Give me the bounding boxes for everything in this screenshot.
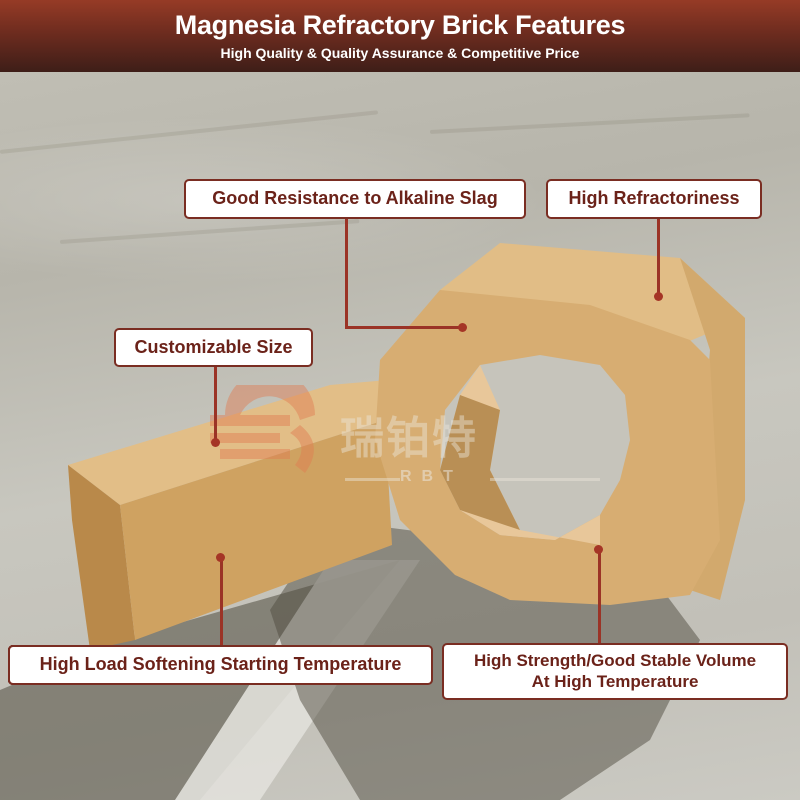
feature-label-text-line1: High Strength/Good Stable Volume — [473, 651, 757, 671]
feature-label-strength-volume: High Strength/Good Stable Volume At High… — [442, 643, 788, 700]
marker-dot-load-softening — [216, 553, 225, 562]
feature-label-text: Good Resistance to Alkaline Slag — [212, 188, 498, 209]
feature-label-refractoriness: High Refractoriness — [546, 179, 762, 219]
feature-label-alkaline-slag: Good Resistance to Alkaline Slag — [184, 179, 526, 219]
feature-label-customizable-size: Customizable Size — [114, 328, 313, 367]
feature-label-text: High Refractoriness — [568, 188, 740, 209]
connector-alkaline-slag — [345, 217, 348, 328]
watermark-rbt-text: RBT — [400, 468, 463, 485]
marker-dot-refractoriness — [654, 292, 663, 301]
marker-dot-alkaline-slag — [458, 323, 467, 332]
feature-label-text: High Load Softening Starting Temperature — [39, 654, 402, 675]
connector-alkaline-slag — [345, 326, 463, 329]
page-subtitle: High Quality & Quality Assurance & Compe… — [220, 45, 580, 61]
watermark-divider — [345, 478, 400, 481]
feature-label-load-softening: High Load Softening Starting Temperature — [8, 645, 433, 685]
connector-refractoriness — [657, 217, 660, 297]
feature-label-text-line2: At High Temperature — [531, 671, 699, 691]
connector-strength-volume — [598, 550, 601, 645]
connector-load-softening — [220, 558, 223, 648]
marker-dot-strength-volume — [594, 545, 603, 554]
header-banner: Magnesia Refractory Brick Features High … — [0, 0, 800, 72]
watermark-chinese-text: 瑞铂特 — [340, 414, 478, 463]
rbt-logo-icon — [210, 385, 315, 473]
watermark-divider — [490, 478, 600, 481]
marker-dot-customizable-size — [211, 438, 220, 447]
page-title: Magnesia Refractory Brick Features — [174, 10, 626, 40]
connector-customizable-size — [214, 366, 217, 440]
feature-label-text: Customizable Size — [134, 336, 293, 357]
